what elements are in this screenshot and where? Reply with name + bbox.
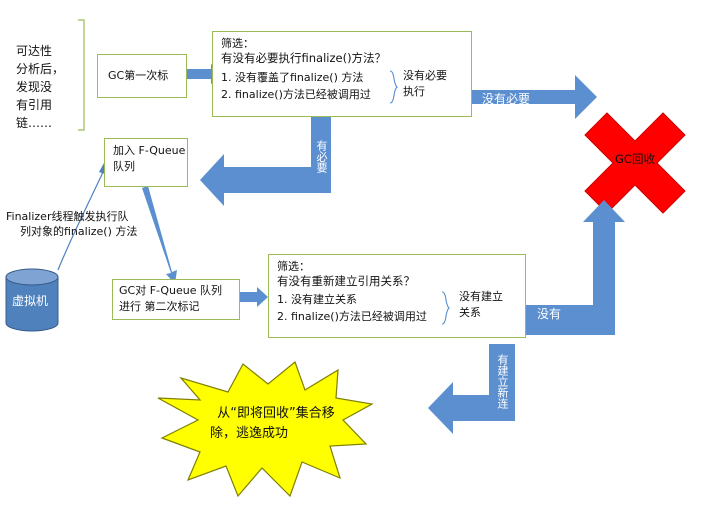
arrow-rebuilt xyxy=(428,344,515,434)
left-note-bracket xyxy=(78,19,85,131)
arrow-no-need xyxy=(472,75,597,119)
left-note-line: 链…… xyxy=(16,116,53,130)
arrow-need-label: 有必要 xyxy=(315,140,328,173)
left-note: 可达性 分析后， 发现没 有引用 链…… xyxy=(16,42,64,132)
finalizer-trigger-line xyxy=(57,169,105,271)
left-note-line: 有引用 xyxy=(16,98,53,112)
filter2-item: 1. 没有建立关系 xyxy=(277,293,357,306)
filter1-title: 筛选： xyxy=(221,37,254,50)
gc-first-mark-label: GC第一次标 xyxy=(108,69,169,82)
filter2-question: 有没有重新建立引用关系？ xyxy=(277,274,415,288)
second-mark-line: 进行 第二次标记 xyxy=(119,300,200,313)
arrow-none-label: 没有 xyxy=(537,307,562,321)
second-mark-line: GC对 F-Queue 队列 xyxy=(119,284,223,297)
filter1-result-line: 没有必要 xyxy=(403,69,447,82)
filter1-item: 2. finalize()方法已经被调用过 xyxy=(221,88,371,101)
escape-label: 从“即将回收”集合移 除，逃逸成功 xyxy=(206,404,346,444)
arrow-none xyxy=(525,200,625,335)
filter1-question: 有没有必要执行finalize()方法？ xyxy=(221,51,387,65)
filter1-brace xyxy=(389,70,398,104)
arrow-to-second-mark xyxy=(142,186,177,284)
fqueue-line: 队列 xyxy=(113,160,135,173)
finalizer-note-line: Finalizer线程触发执行队 xyxy=(6,210,129,223)
filter2-item: 2. finalize()方法已经被调用过 xyxy=(277,310,427,323)
vm-cylinder xyxy=(5,268,59,332)
filter2-brace xyxy=(441,291,450,325)
escape-line: 从“即将回收”集合移 xyxy=(217,406,335,421)
arrow-need xyxy=(200,116,331,206)
filter1-box: 筛选： 有没有必要执行finalize()方法？ 1. 没有覆盖了finaliz… xyxy=(212,31,472,117)
fqueue-line: 加入 F-Queue xyxy=(113,144,186,157)
filter2-title: 筛选： xyxy=(277,260,310,273)
filter1-item: 1. 没有覆盖了finalize() 方法 xyxy=(221,71,364,84)
arrow-rebuilt-label: 有建立新连 xyxy=(496,354,509,409)
filter2-box: 筛选： 有没有重新建立引用关系？ 1. 没有建立关系 2. finalize()… xyxy=(268,254,526,338)
gc-collect-x xyxy=(584,112,686,214)
finalizer-note: Finalizer线程触发执行队 列对象的finalize() 方法 xyxy=(6,209,137,239)
left-note-line: 发现没 xyxy=(16,80,53,94)
filter1-result-line: 执行 xyxy=(403,85,425,98)
escape-burst xyxy=(157,360,374,498)
left-note-line: 分析后， xyxy=(16,62,65,76)
filter2-result-line: 关系 xyxy=(459,306,481,319)
finalizer-note-line: 列对象的finalize() 方法 xyxy=(20,225,138,238)
fqueue-box: 加入 F-Queue 队列 xyxy=(104,138,188,187)
second-mark-box: GC对 F-Queue 队列 进行 第二次标记 xyxy=(112,279,240,320)
arrow-no-need-label: 没有必要 xyxy=(482,92,531,106)
gc-collect-label: GC回收 xyxy=(615,152,655,166)
vm-label: 虚拟机 xyxy=(12,294,49,308)
gc-first-mark-box: GC第一次标 xyxy=(97,54,187,98)
filter2-result-line: 没有建立 xyxy=(459,290,503,303)
left-note-line: 可达性 xyxy=(16,44,53,58)
escape-line: 除，逃逸成功 xyxy=(210,426,289,441)
arrow-to-filter2 xyxy=(239,287,268,307)
